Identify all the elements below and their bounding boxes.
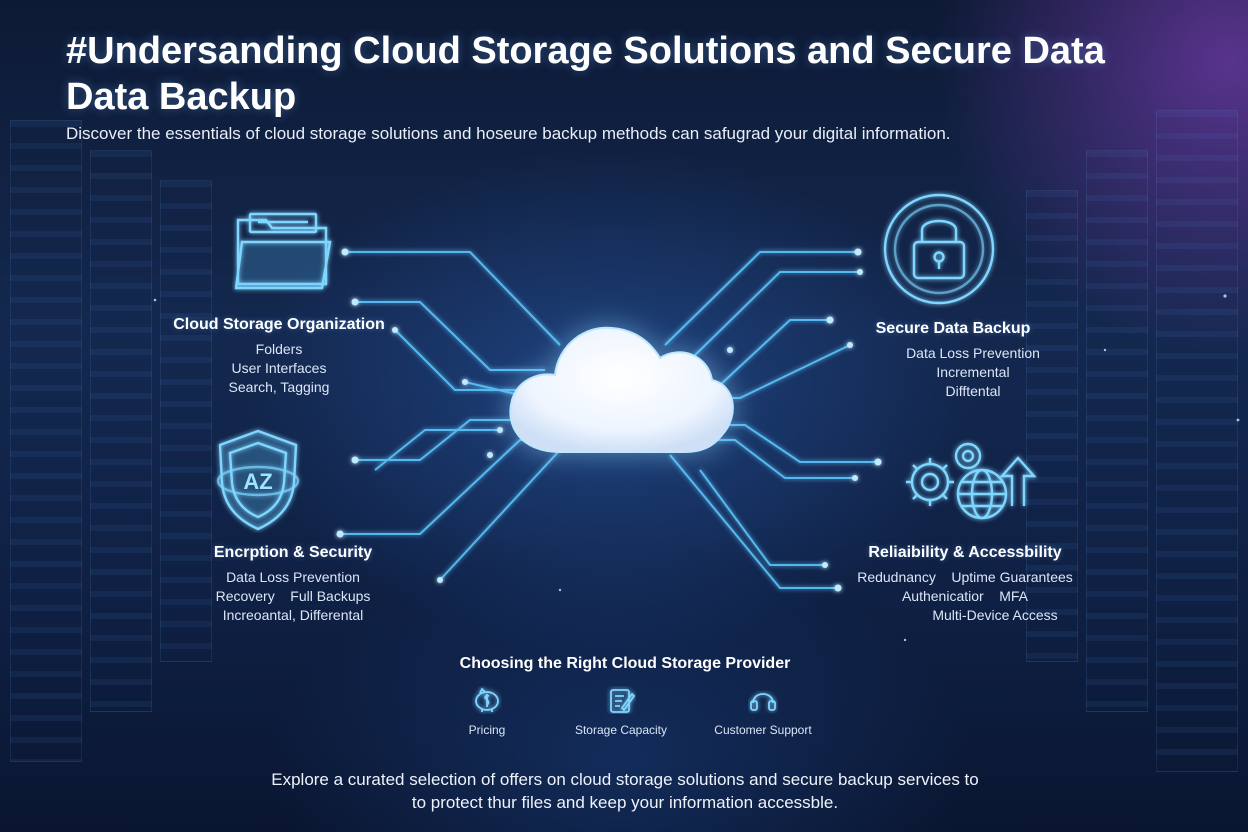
feature-title: Encrption & Security: [213, 544, 373, 561]
provider-section: Choosing the Right Cloud Storage Provide…: [400, 655, 850, 673]
cloud-icon: [509, 326, 734, 453]
padlock-icon: [883, 193, 995, 305]
feature-item: Redudnancy Uptime Guarantees: [857, 569, 1073, 585]
feature-encryption: Encrption & Security Data Loss Preventio…: [180, 544, 406, 625]
feature-item: Multi-Device Access: [932, 607, 1058, 623]
server-racks-right: [988, 0, 1248, 832]
headset-icon: [750, 693, 776, 711]
feature-title: Reliaibility & Accessbility: [868, 544, 1062, 561]
provider-option-pricing: Pricing: [422, 686, 552, 737]
provider-option-label: Pricing: [468, 723, 506, 737]
page-subtitle: Discover the essentials of cloud storage…: [66, 124, 951, 143]
feature-item: Authenicatior MFA: [901, 588, 1029, 604]
feature-cloud-storage: Cloud Storage Organization Folders User …: [160, 316, 398, 397]
feature-title: Secure Data Backup: [875, 320, 1031, 337]
footer-line: to protect thur files and keep your info…: [411, 793, 839, 812]
provider-option-label: Customer Support: [714, 723, 812, 737]
feature-item: Data Loss Prevention: [226, 569, 360, 585]
feature-item: Search, Tagging: [228, 379, 330, 395]
server-racks-left: [0, 0, 260, 832]
footer-line: Explore a curated selection of offers on…: [271, 770, 979, 789]
footer-text: Explore a curated selection of offers on…: [200, 768, 1050, 814]
gears-globe-icon: [906, 442, 1037, 520]
feature-title: Cloud Storage Organization: [173, 316, 385, 333]
server-rack: [160, 180, 212, 662]
feature-reliability: Reliaibility & Accessbility Redudnancy U…: [840, 544, 1090, 625]
provider-option-label: Storage Capacity: [574, 723, 668, 737]
feature-item: User Interfaces: [231, 360, 327, 376]
shield-az-label: AZ: [243, 469, 272, 494]
server-rack: [1026, 190, 1078, 662]
feature-item: Incremental: [936, 364, 1010, 380]
circuit-nodes: [336, 248, 882, 592]
feature-item: Data Loss Prevention: [906, 345, 1040, 361]
server-rack: [1156, 110, 1238, 772]
server-rack: [90, 150, 152, 712]
clipboard-pen-icon: [610, 689, 636, 713]
provider-option-support: Customer Support: [698, 686, 828, 737]
page-title: #Undersanding Cloud Storage Solutions an…: [66, 30, 1105, 118]
piggy-bank-icon: [475, 687, 499, 712]
feature-item: Increoantal, Differental: [222, 607, 364, 623]
server-rack: [1086, 150, 1148, 712]
feature-item: Folders: [255, 341, 303, 357]
provider-title: Choosing the Right Cloud Storage Provide…: [459, 655, 791, 672]
sparkles: [153, 294, 1240, 642]
feature-item: Difftental: [945, 383, 1001, 399]
server-rack: [10, 120, 82, 762]
shield-az-icon: AZ: [216, 429, 300, 531]
feature-item: Recovery Full Backups: [215, 588, 371, 604]
folder-icon: [234, 212, 332, 290]
provider-option-storage: Storage Capacity: [556, 686, 686, 737]
feature-secure-backup: Secure Data Backup Data Loss Prevention …: [848, 320, 1058, 401]
